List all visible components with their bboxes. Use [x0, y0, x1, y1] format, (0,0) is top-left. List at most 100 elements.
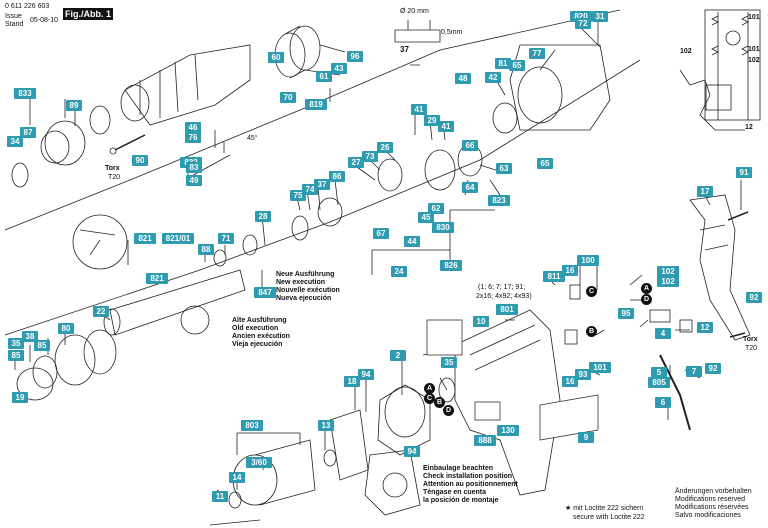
- part-88: 88: [198, 244, 214, 255]
- part-19: 19: [12, 392, 28, 403]
- rights-es: Salvo modificaciones: [675, 512, 741, 519]
- part-70: 70: [280, 92, 296, 103]
- part-35-b: 35: [441, 357, 457, 368]
- part-823: 823: [488, 195, 510, 206]
- figure-title: Fig./Abb. 1: [63, 8, 113, 20]
- part-49: 49: [186, 175, 202, 186]
- angle-label: 45°: [247, 135, 258, 142]
- part-888: 888: [474, 435, 496, 446]
- install-note-en: Check installation position: [423, 473, 513, 480]
- install-note-de: Einbaulage beachten: [423, 465, 494, 472]
- issue-date: 05-08-10: [30, 17, 59, 24]
- new-execution-de: Neue Ausführung: [276, 271, 335, 278]
- motor-housing-top-shape: [509, 44, 611, 131]
- part-833: 833: [14, 88, 36, 99]
- upper-boundary-line: [4, 9, 621, 231]
- part-820: 820: [570, 11, 592, 22]
- part-41-b: 41: [438, 121, 454, 132]
- torx-size-2: T20: [745, 345, 758, 352]
- part-80: 80: [58, 323, 74, 334]
- part-63: 63: [496, 163, 512, 174]
- part-38: 38: [22, 331, 38, 342]
- circle-c-top: C: [586, 286, 597, 297]
- new-execution-es: Nueva ejecución: [276, 295, 332, 302]
- circle-c-motor: C: [424, 393, 435, 404]
- gear-housing-shape: [124, 44, 251, 126]
- old-execution-de: Alte Ausführung: [232, 317, 287, 324]
- part-5: 5: [651, 367, 667, 378]
- part-801: 801: [496, 304, 518, 315]
- dimension-05mm: 0,5mm: [441, 29, 463, 36]
- part-44: 44: [404, 236, 420, 247]
- part-61: 61: [316, 71, 332, 82]
- rights-fr: Modifications réservées: [675, 504, 749, 511]
- part-37-tool: 37: [400, 45, 409, 54]
- old-execution-en: Old execution: [232, 325, 279, 332]
- torx-label-2: Torx: [743, 336, 758, 343]
- part-48: 48: [455, 73, 471, 84]
- middle-boundary-line: [4, 59, 641, 336]
- part-60: 60: [268, 52, 284, 63]
- part-9: 9: [578, 432, 594, 443]
- rights-en: Modifications reserved: [675, 496, 746, 503]
- circle-a-top: A: [641, 283, 652, 294]
- part-24: 24: [391, 266, 407, 277]
- part-4: 4: [655, 328, 671, 339]
- part-17: 17: [697, 186, 713, 197]
- wiring-12: 12: [745, 124, 753, 131]
- part-16-b: 16: [562, 376, 578, 387]
- spindle-shape: [109, 269, 246, 336]
- circle-b-top: B: [586, 326, 597, 337]
- part-65-b: 65: [537, 158, 553, 169]
- issue-label: Issue: [5, 13, 22, 20]
- install-note-fr: Attention au positionnement: [423, 481, 518, 488]
- part-93: 93: [575, 369, 591, 380]
- part-6: 6: [655, 397, 671, 408]
- part-3-60: 3/60: [246, 457, 272, 468]
- part-10: 10: [473, 316, 489, 327]
- part-90: 90: [132, 155, 148, 166]
- part-42: 42: [485, 72, 501, 83]
- install-note-es2: la posición de montaje: [423, 497, 499, 504]
- part-100: 100: [577, 255, 599, 266]
- part-74: 74: [302, 184, 318, 195]
- multi-part-note-1: (1; 6; 7; 17; 91;: [478, 284, 526, 291]
- part-89: 89: [66, 100, 82, 111]
- part-85-a: 85: [34, 340, 50, 351]
- part-102-a: 102: [657, 266, 679, 277]
- part-85-b: 85: [8, 350, 24, 361]
- part-92-b: 92: [705, 363, 721, 374]
- part-41-a: 41: [411, 104, 427, 115]
- torx-label-1: Torx: [105, 165, 120, 172]
- part-95: 95: [618, 308, 634, 319]
- part-37: 37: [314, 179, 330, 190]
- part-28: 28: [255, 211, 271, 222]
- part-14: 14: [229, 472, 245, 483]
- install-note-es1: Téngase en cuenta: [423, 489, 487, 496]
- wiring-102-b: 102: [748, 57, 760, 64]
- part-43: 43: [331, 63, 347, 74]
- loctite-note-en: secure with Loctite 222: [573, 514, 645, 521]
- part-2: 2: [390, 350, 406, 361]
- part-27: 27: [348, 157, 364, 168]
- part-847: 847: [254, 287, 276, 298]
- part-22: 22: [93, 306, 109, 317]
- new-execution-fr: Nouvelle exécution: [276, 287, 340, 294]
- part-67: 67: [373, 228, 389, 239]
- part-66: 66: [462, 140, 478, 151]
- part-811: 811: [543, 271, 565, 282]
- rights-de: Änderungen vorbehalten: [675, 488, 752, 495]
- circle-a-motor: A: [424, 383, 435, 394]
- part-76: 76: [185, 132, 201, 143]
- part-821-inset: 821: [134, 233, 156, 244]
- part-92-a: 92: [746, 292, 762, 303]
- part-101: 101: [589, 362, 611, 373]
- wiring-102-a: 102: [680, 48, 692, 55]
- torx-size-1: T20: [108, 174, 121, 181]
- part-102-b: 102: [657, 276, 679, 287]
- dimension-20mm: Ø 20 mm: [400, 8, 429, 15]
- part-96: 96: [347, 51, 363, 62]
- wiring-101-a: 101: [748, 14, 760, 21]
- part-803: 803: [241, 420, 263, 431]
- part-830: 830: [432, 222, 454, 233]
